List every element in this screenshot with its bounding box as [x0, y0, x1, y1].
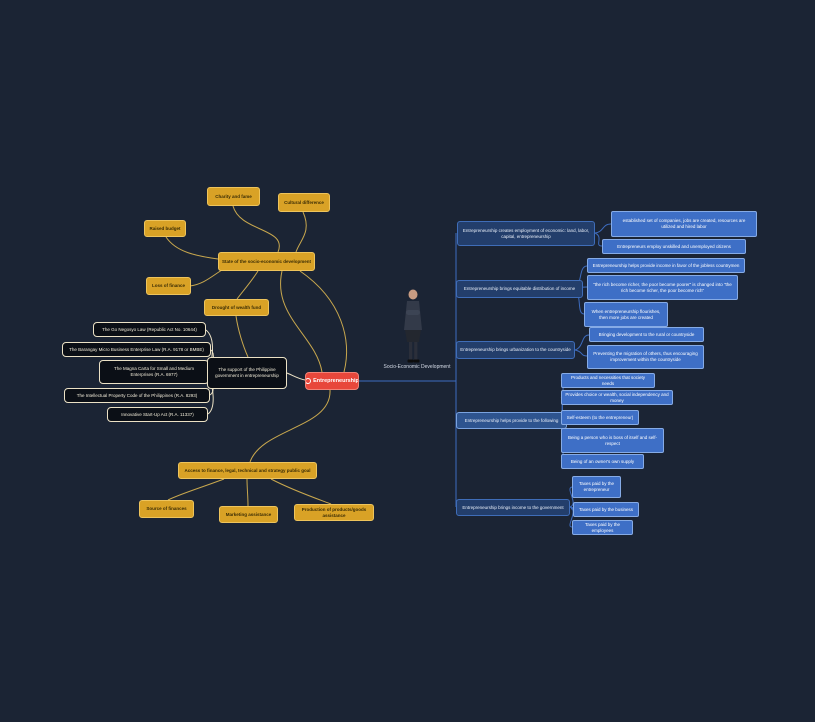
- node-entrepreneurship[interactable]: Entrepreneurship: [305, 372, 359, 390]
- leaf-own-boss[interactable]: Being a person who is boss of itself and…: [561, 428, 664, 453]
- branch-government-income[interactable]: Entrepreneurship brings income to the go…: [456, 499, 570, 516]
- leaf-products-necessities[interactable]: Products and necessities that society ne…: [561, 373, 655, 388]
- leaf-jobs-created[interactable]: established set of companies, jobs are c…: [611, 211, 757, 237]
- node-source-of-finances[interactable]: Source of finances: [139, 500, 194, 518]
- entrepreneurship-label: Entrepreneurship: [313, 377, 359, 384]
- leaf-flourishes-more-jobs[interactable]: When entrepreneurship flourishes, then m…: [584, 302, 668, 327]
- node-go-negosyo-law[interactable]: The Go Negosyo Law (Republic Act No. 106…: [93, 322, 206, 337]
- node-cultural-difference[interactable]: Cultural difference: [278, 193, 330, 212]
- node-government-assistance[interactable]: Access to finance, legal, technical and …: [178, 462, 317, 479]
- leaf-rich-poor-quote[interactable]: "the rich become richer, the poor become…: [587, 275, 738, 300]
- target-icon: [306, 378, 312, 384]
- node-marketing-assistance[interactable]: Marketing assistance: [219, 506, 278, 523]
- leaf-rural-development[interactable]: Bringing development to the rural or cou…: [589, 327, 704, 342]
- leaf-income-jobless[interactable]: Entrepreneurship helps provide income in…: [587, 258, 745, 273]
- leaf-taxes-business[interactable]: Taxes paid by the business: [573, 502, 639, 517]
- socio-economic-development-label[interactable]: Socio-Economic Development: [383, 364, 451, 370]
- node-ip-code-law[interactable]: The Intellectual Property Code of the Ph…: [64, 388, 210, 403]
- businesswoman-image: [404, 289, 422, 363]
- leaf-taxes-entrepreneur[interactable]: Taxes paid by the entrepreneur: [572, 476, 621, 498]
- leaf-self-esteem[interactable]: Self-esteem (to the entrepreneur): [561, 410, 639, 425]
- leaf-social-independency[interactable]: Provides choice or wealth, social indepe…: [561, 390, 673, 405]
- leaf-own-supply[interactable]: Being of an owner's own supply: [561, 454, 644, 469]
- branch-equitable-distribution[interactable]: Entrepreneurship brings equitable distri…: [456, 280, 583, 298]
- node-charity-and-fame[interactable]: Charity and fame: [207, 187, 260, 206]
- node-magna-carta-law[interactable]: The Magna Carta for Small and Medium Ent…: [99, 360, 209, 384]
- leaf-employ-unskilled[interactable]: Entrepreneurs employ unskilled and unemp…: [602, 239, 746, 254]
- leaf-taxes-employees[interactable]: Taxes paid by the employees: [572, 520, 633, 535]
- branch-urbanization[interactable]: Entrepreneurship brings urbanization to …: [456, 341, 575, 359]
- leaf-prevent-migration[interactable]: Preventing the migration of others, thus…: [587, 345, 704, 369]
- node-production-assistance[interactable]: Production of products/goods assistance: [294, 504, 374, 521]
- node-raised-budget[interactable]: Raised budget: [144, 220, 186, 237]
- branch-provides-following[interactable]: Entrepreneurship helps provide to the fo…: [456, 412, 567, 429]
- node-startup-act[interactable]: Innovative Start-Up Act (R.A. 11337): [107, 407, 208, 422]
- node-government-support[interactable]: The support of the Philippine government…: [207, 357, 287, 389]
- node-bmbe-law[interactable]: The Barangay Micro Business Enterprise L…: [62, 342, 211, 357]
- branch-creates-employment[interactable]: Entrepreneurship creates employment of e…: [457, 221, 595, 246]
- node-development-state[interactable]: State of the socio-economic development: [218, 252, 315, 271]
- node-wealth-fund[interactable]: Drought of wealth fund: [204, 299, 269, 316]
- node-loss-of-finance[interactable]: Loss of finance: [146, 277, 191, 295]
